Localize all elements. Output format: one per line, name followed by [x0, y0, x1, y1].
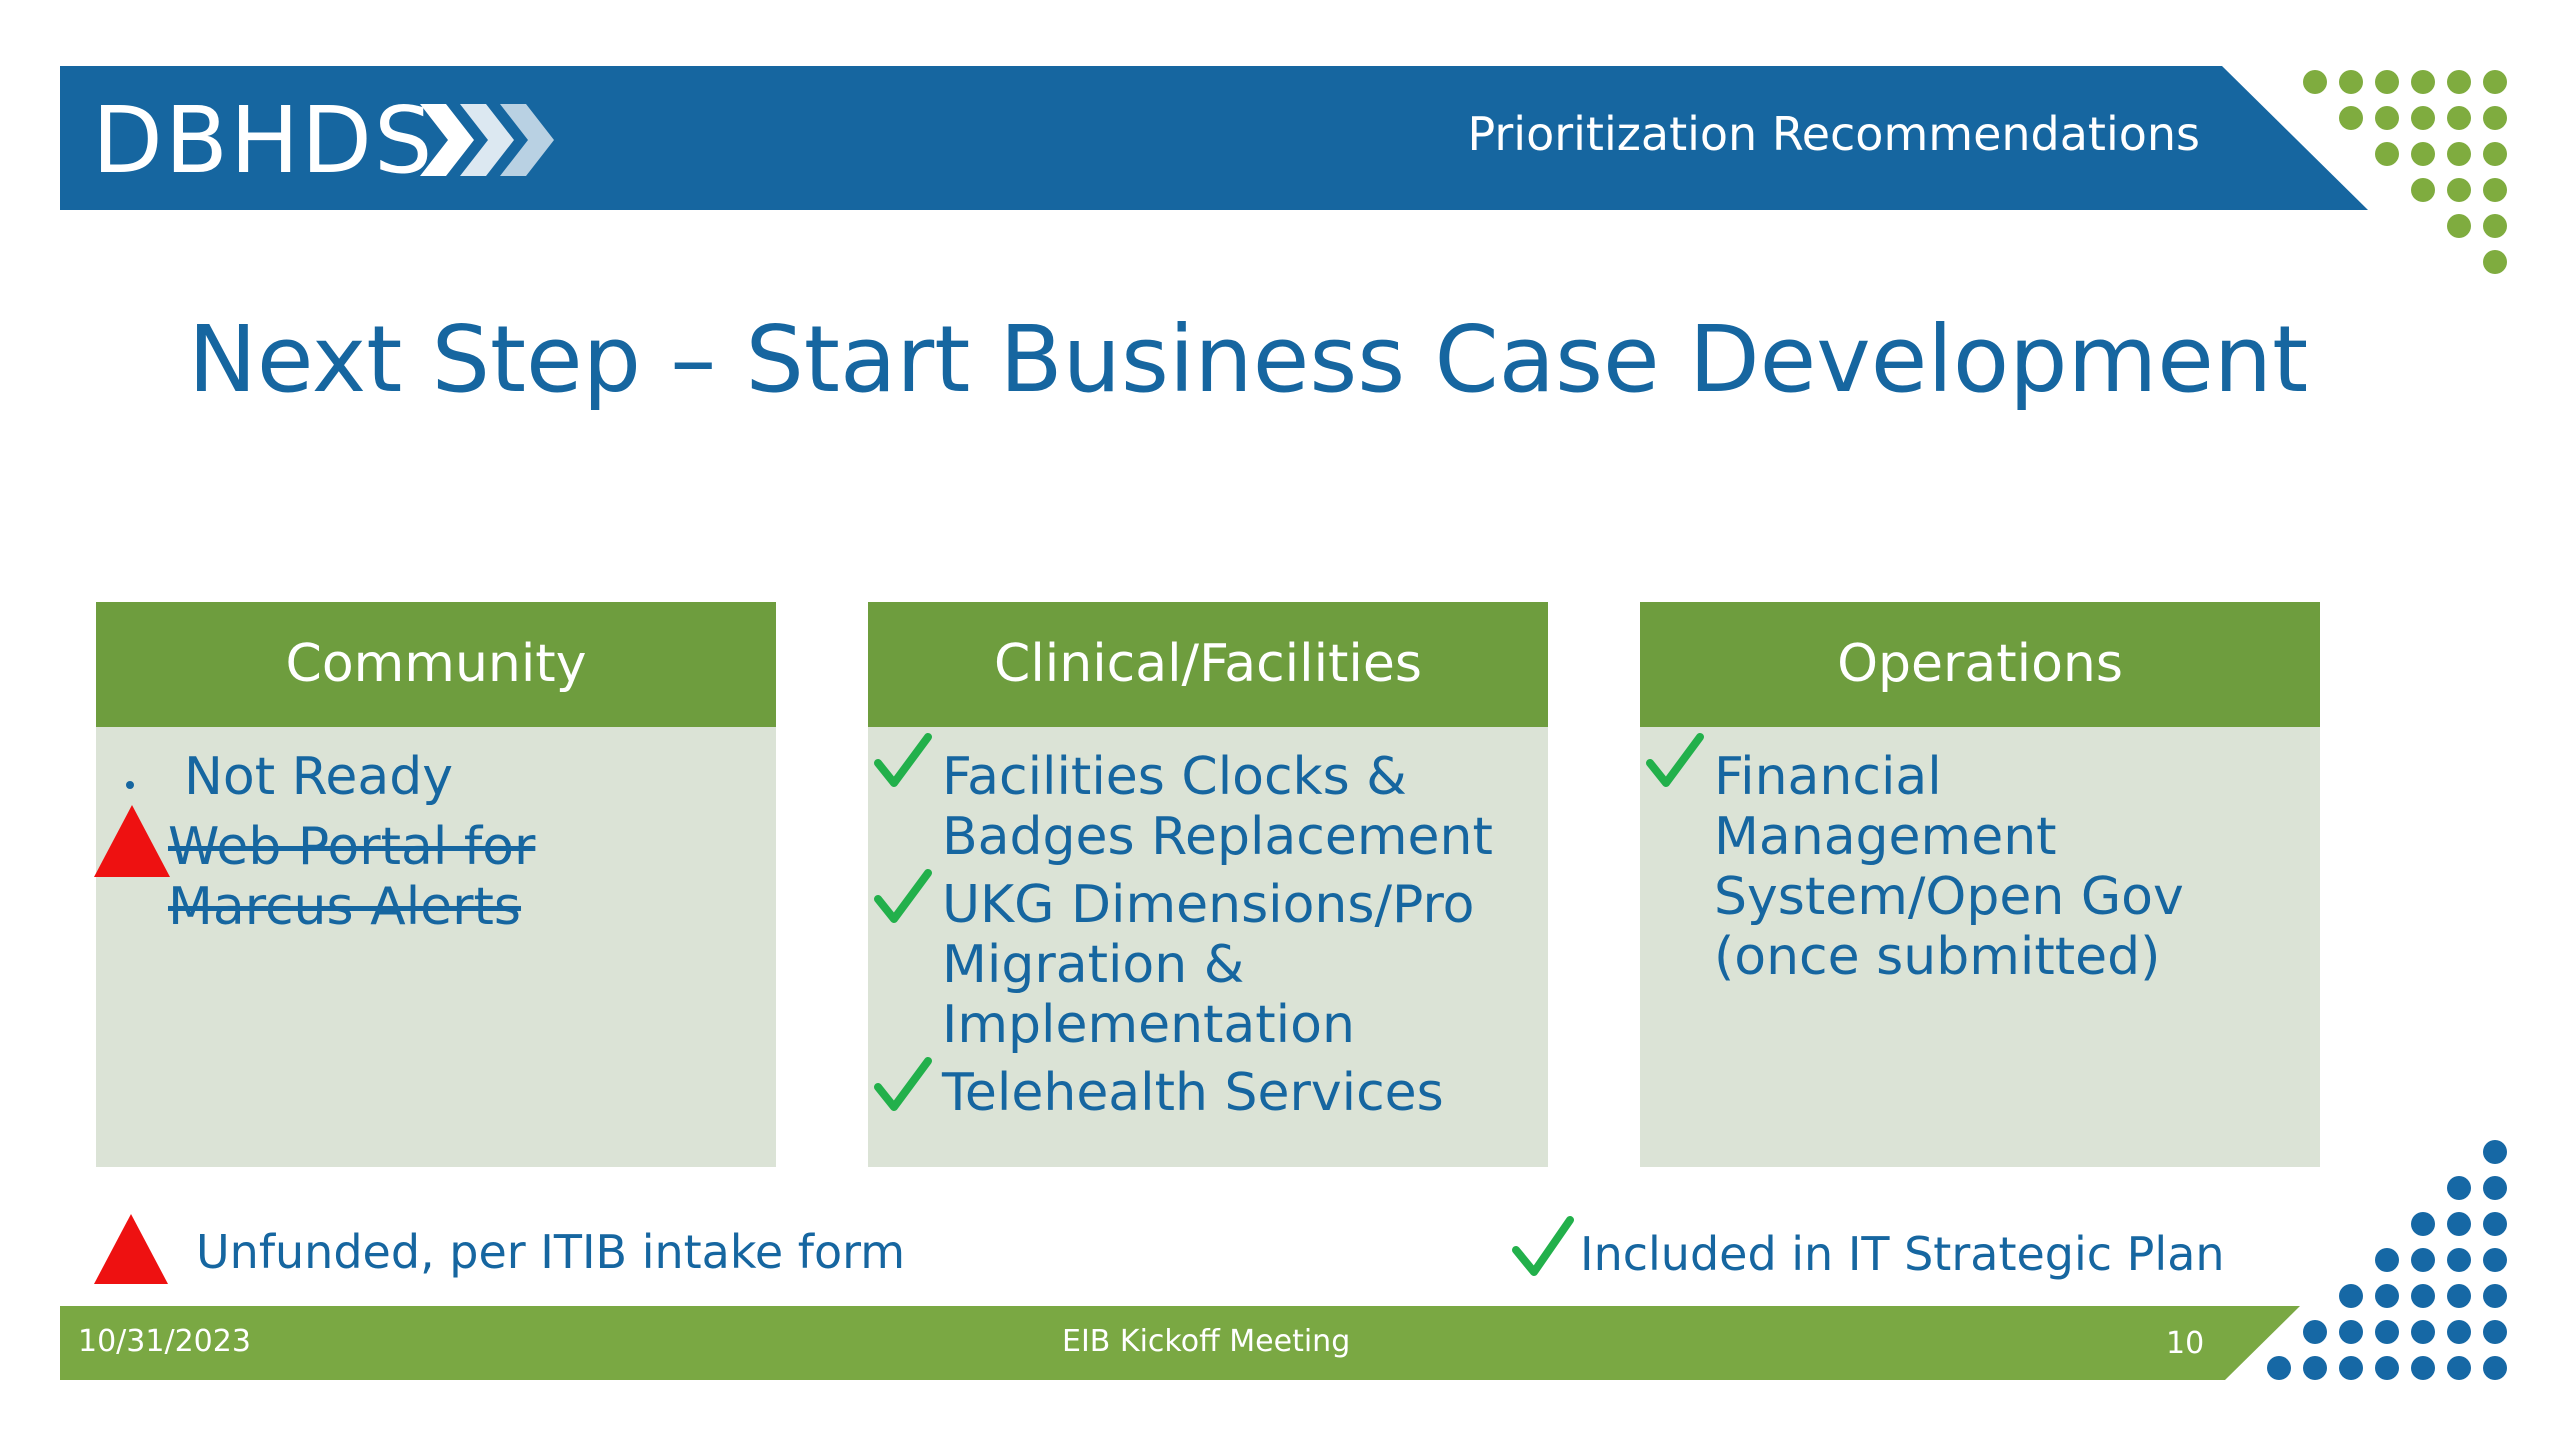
column-heading: Community	[96, 602, 776, 727]
decorative-dot	[2411, 1356, 2435, 1380]
decorative-dot	[2483, 1176, 2507, 1200]
decorative-dot	[2339, 1284, 2363, 1308]
decorative-dot	[2375, 1284, 2399, 1308]
warning-triangle-icon	[94, 805, 170, 877]
column-heading: Operations	[1640, 602, 2320, 727]
footer-date: 10/31/2023	[78, 1324, 251, 1359]
decorative-dot	[2447, 1248, 2471, 1272]
decorative-dot	[2411, 1248, 2435, 1272]
decorative-dot	[2447, 1176, 2471, 1200]
decorative-dot	[2267, 1356, 2291, 1380]
decorative-dot	[2303, 1320, 2327, 1344]
decorative-dot	[2483, 178, 2507, 202]
footer-event: EIB Kickoff Meeting	[1062, 1324, 1351, 1359]
decorative-dot	[2447, 70, 2471, 94]
check-icon	[874, 1057, 932, 1111]
decorative-dot	[2303, 1356, 2327, 1380]
check-icon	[874, 869, 932, 923]
header-title: Prioritization Recommendations	[1467, 107, 2200, 161]
decorative-dot	[2483, 1356, 2507, 1380]
decorative-dot	[2447, 106, 2471, 130]
decorative-dot	[2483, 106, 2507, 130]
list-item: Not Ready	[184, 747, 454, 807]
decorative-dot	[2411, 70, 2435, 94]
decorative-dot	[2375, 106, 2399, 130]
list-item: Telehealth Services	[942, 1063, 1444, 1123]
chevron-logo-icon	[420, 104, 554, 176]
decorative-dot	[2375, 1320, 2399, 1344]
decorative-dot	[2447, 214, 2471, 238]
legend-unfunded: Unfunded, per ITIB intake form	[196, 1225, 906, 1279]
decorative-dot	[2447, 142, 2471, 166]
decorative-dot	[2447, 178, 2471, 202]
decorative-dot	[2483, 1320, 2507, 1344]
decorative-dot	[2447, 1284, 2471, 1308]
column-community: Community Not Ready Web Portal for Marcu…	[94, 602, 776, 1167]
check-icon	[1646, 733, 1704, 787]
decorative-dot	[2375, 70, 2399, 94]
legend-included: Included in IT Strategic Plan	[1580, 1227, 2225, 1281]
decorative-dot	[2411, 106, 2435, 130]
logo-text: DBHDS	[92, 87, 435, 194]
slide-title: Next Step – Start Business Case Developm…	[188, 306, 2309, 413]
decorative-dot	[2447, 1212, 2471, 1236]
decorative-dot	[2483, 1284, 2507, 1308]
decorative-dot	[2483, 214, 2507, 238]
decorative-dot	[2375, 1248, 2399, 1272]
decorative-dot	[2447, 1356, 2471, 1380]
column-clinical-facilities: Clinical/Facilities Facilities Clocks & …	[868, 602, 1548, 1167]
decorative-dot	[2339, 1320, 2363, 1344]
decorative-dot	[2411, 1212, 2435, 1236]
decorative-dot	[2375, 142, 2399, 166]
check-icon	[874, 733, 932, 787]
decorative-dot	[2483, 142, 2507, 166]
decorative-dot	[2375, 1356, 2399, 1380]
warning-triangle-icon	[94, 1214, 168, 1284]
list-item: UKG Dimensions/Pro Migration & Implement…	[942, 875, 1475, 1055]
decorative-dot	[2339, 1356, 2363, 1380]
decorative-dot	[2411, 1284, 2435, 1308]
decorative-dot	[2483, 1140, 2507, 1164]
decorative-dot	[2483, 250, 2507, 274]
decorative-dot	[2303, 70, 2327, 94]
decorative-dot	[2411, 142, 2435, 166]
footer-page-number: 10	[2166, 1326, 2205, 1361]
decorative-dot	[2447, 1320, 2471, 1344]
list-item-struck: Web Portal for Marcus Alerts	[168, 817, 536, 937]
decorative-dot	[2483, 1212, 2507, 1236]
decorative-dot	[2483, 70, 2507, 94]
list-item: Facilities Clocks & Badges Replacement	[942, 747, 1493, 867]
list-item: Financial Management System/Open Gov (on…	[1714, 747, 2184, 987]
decorative-dot	[2339, 106, 2363, 130]
footer-bar	[60, 1306, 2300, 1380]
decorative-dot	[2339, 70, 2363, 94]
decorative-dot	[2411, 1320, 2435, 1344]
bullet-icon	[126, 781, 134, 789]
decorative-dot	[2483, 1248, 2507, 1272]
column-operations: Operations Financial Management System/O…	[1640, 602, 2320, 1167]
check-icon	[1512, 1216, 1574, 1276]
column-heading: Clinical/Facilities	[868, 602, 1548, 727]
decorative-dot	[2411, 178, 2435, 202]
